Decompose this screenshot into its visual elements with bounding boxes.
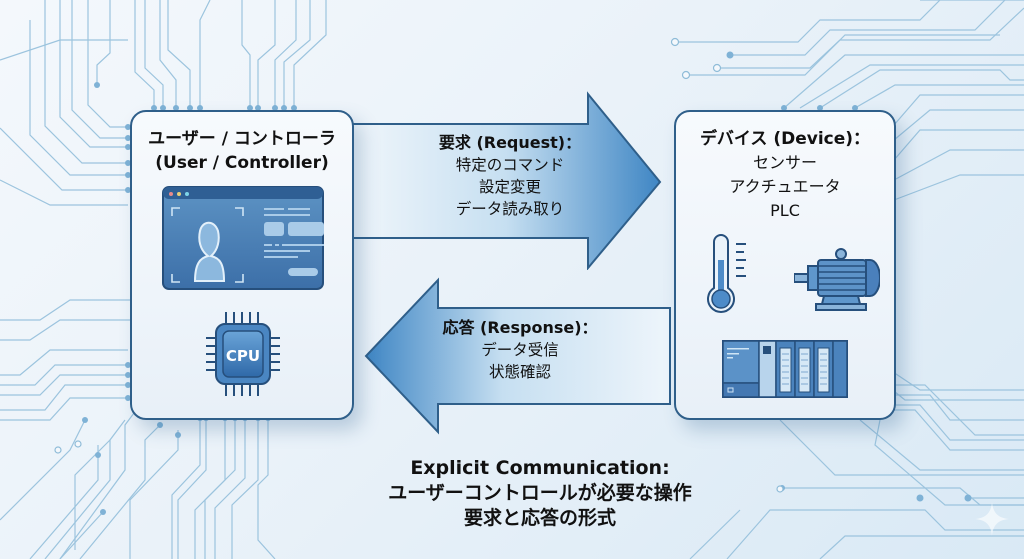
device-item-plc: PLC (770, 201, 800, 220)
footer-caption: Explicit Communication: ユーザーコントロールが必要な操作… (300, 456, 780, 531)
request-item: 設定変更 (478, 178, 541, 196)
request-item: 特定のコマンド (455, 156, 565, 174)
request-item: データ読み取り (455, 200, 565, 218)
response-item: データ受信 (481, 341, 559, 359)
user-controller-card: ユーザー / コントローラ (User / Controller) (130, 110, 354, 420)
user-controller-title-en: (User / Controller) (155, 153, 329, 173)
thermometer-sensor-icon (707, 234, 746, 313)
device-item-sensor: センサー (752, 153, 817, 172)
footer-line-1: ユーザーコントロールが必要な操作 (388, 482, 692, 504)
footer-title: Explicit Communication: (410, 457, 670, 479)
request-heading: 要求 (Request)： (438, 133, 582, 152)
response-arrow (364, 277, 671, 435)
response-label: 応答 (Response)： データ受信 状態確認 (420, 317, 620, 383)
device-heading: デバイス (Device)： (699, 129, 871, 149)
response-heading: 応答 (Response)： (442, 318, 598, 337)
request-label: 要求 (Request)： 特定のコマンド 設定変更 データ読み取り (400, 132, 620, 220)
device-item-actuator: アクチュエータ (729, 177, 841, 196)
electric-motor-icon (794, 248, 880, 311)
plc-rack-icon (722, 340, 848, 398)
cpu-chip-icon: CPU (206, 312, 280, 396)
device-card: デバイス (Device)： センサー アクチュエータ PLC (674, 110, 896, 420)
user-interface-window-icon (162, 186, 324, 290)
footer-line-2: 要求と応答の形式 (463, 507, 616, 529)
cpu-label: CPU (226, 347, 260, 365)
sparkle-icon (975, 502, 1009, 536)
request-arrow (352, 91, 662, 270)
response-item: 状態確認 (488, 363, 551, 381)
user-controller-title-ja: ユーザー / コントローラ (148, 129, 336, 149)
